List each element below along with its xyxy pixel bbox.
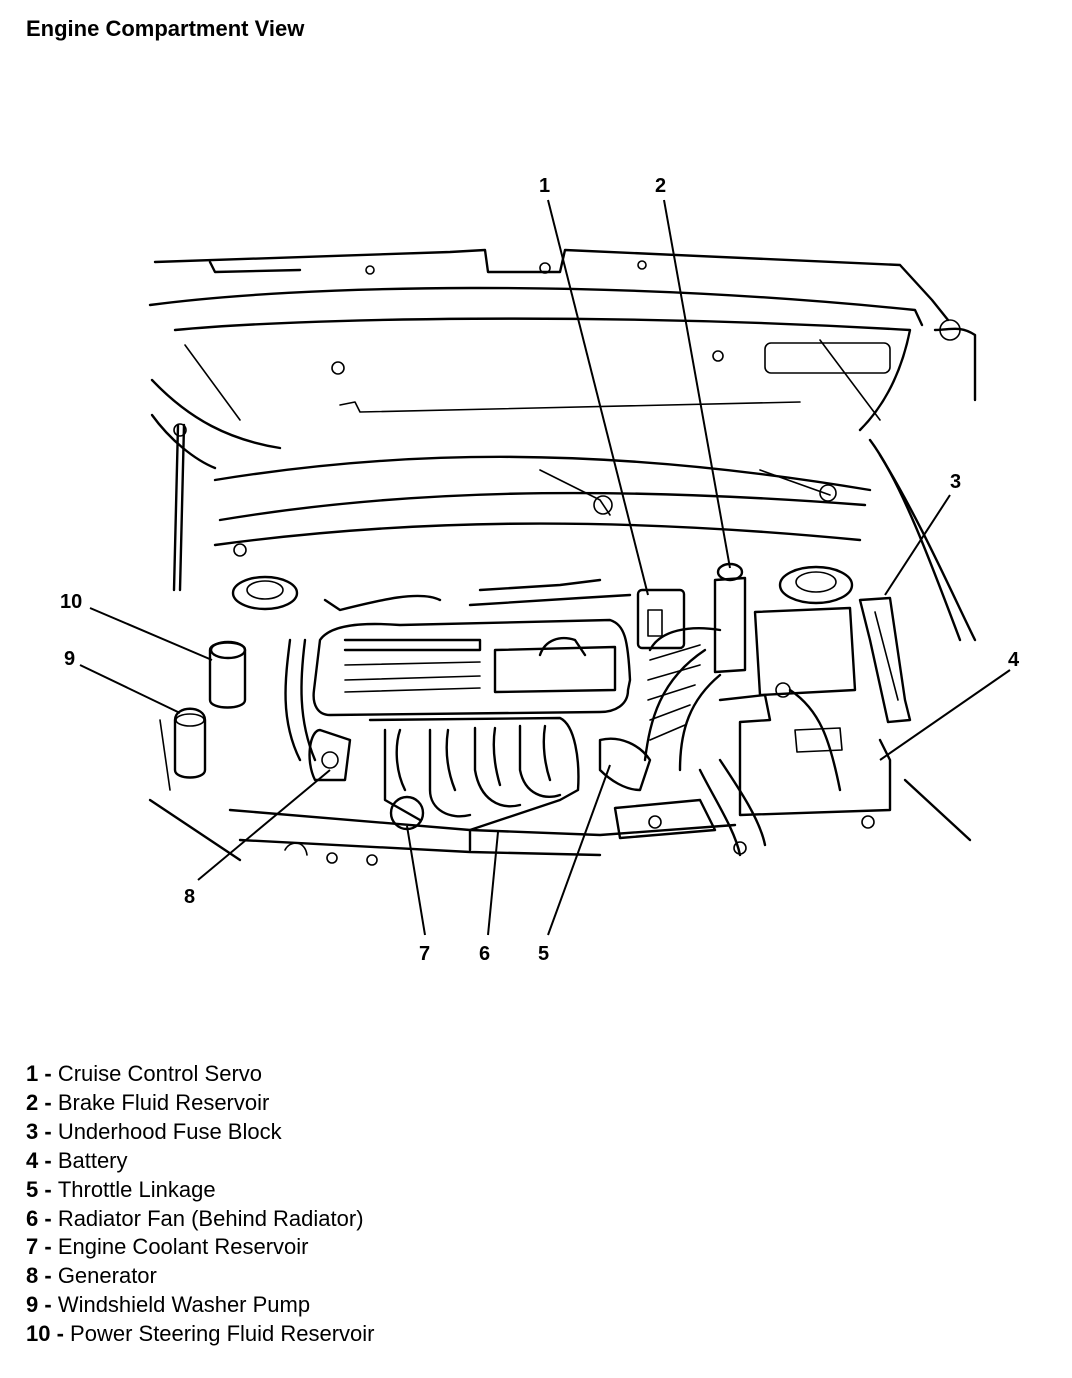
leader-6 — [487, 831, 499, 936]
legend-label: Cruise Control Servo — [57, 1061, 262, 1086]
page-title: Engine Compartment View — [26, 16, 305, 41]
legend-label: Windshield Washer Pump — [57, 1292, 311, 1318]
legend-item: 2 - Brake Fluid Reservoir — [26, 1089, 375, 1118]
legend-separator: - — [38, 1234, 58, 1260]
body-outline — [148, 319, 977, 862]
legend-number: 10 — [26, 1321, 51, 1347]
legend-number: 8 — [26, 1263, 39, 1289]
callout-3: 3 — [950, 471, 961, 493]
legend-item: 10 - Power Steering Fluid Reservoir — [26, 1320, 375, 1349]
power-steering-reservoir — [208, 640, 247, 709]
legend-label: Radiator Fan (Behind Radiator) — [57, 1205, 364, 1231]
battery — [718, 606, 892, 817]
legend-number: 4 — [26, 1147, 39, 1173]
engine-cover — [312, 618, 632, 717]
legend-label: Brake Fluid Reservoir — [57, 1089, 270, 1115]
legend-item: 7 - Engine Coolant Reservoir — [26, 1233, 375, 1262]
leader-1 — [547, 199, 649, 596]
callout-leaders — [79, 199, 1011, 936]
hood — [148, 248, 950, 432]
legend-label: Throttle Linkage — [57, 1176, 216, 1202]
cowl-panel — [213, 455, 872, 557]
callout-numbers: 1 2 3 4 5 6 7 8 9 10 — [60, 175, 1020, 965]
legend-number: 6 — [26, 1205, 39, 1231]
leader-3 — [884, 494, 951, 596]
callout-4: 4 — [1008, 649, 1020, 671]
legend-number: 2 — [26, 1089, 39, 1115]
generator — [308, 728, 352, 782]
leader-2 — [663, 199, 731, 569]
callout-9: 9 — [64, 648, 75, 670]
legend-item: 5 - Throttle Linkage — [26, 1176, 375, 1205]
callout-7: 7 — [419, 943, 430, 965]
legend-label: Battery — [57, 1147, 128, 1173]
legend-separator: - — [38, 1061, 58, 1086]
leader-4 — [879, 669, 1011, 761]
legend-item: 8 - Generator — [26, 1262, 375, 1291]
leader-5 — [547, 764, 611, 936]
legend-separator: - — [38, 1089, 58, 1115]
leader-8 — [197, 769, 331, 881]
legend-label: Underhood Fuse Block — [57, 1118, 282, 1144]
callout-2: 2 — [655, 175, 666, 197]
legend-separator: - — [38, 1118, 58, 1144]
legend-item: 3 - Underhood Fuse Block — [26, 1118, 375, 1147]
callout-6: 6 — [479, 943, 490, 965]
intake-manifold — [368, 716, 580, 852]
strut-towers — [231, 565, 854, 611]
legend-number: 5 — [26, 1176, 39, 1202]
callout-10: 10 — [60, 591, 82, 613]
legend-separator: - — [38, 1176, 58, 1202]
legend-label: Generator — [57, 1263, 157, 1289]
legend-label: Engine Coolant Reservoir — [57, 1234, 309, 1260]
hood-prop-rod — [172, 423, 187, 592]
legend-number: 7 — [26, 1234, 39, 1260]
leader-10 — [89, 607, 213, 661]
washer-pump — [159, 707, 207, 791]
legend: 1 - Cruise Control Servo 2 - Brake Fluid… — [26, 1060, 375, 1349]
legend-number: 3 — [26, 1118, 39, 1144]
underhood-fuse-block — [858, 596, 912, 724]
brake-fluid-reservoir — [713, 562, 747, 674]
leader-9 — [79, 664, 181, 714]
legend-label: Power Steering Fluid Reservoir — [70, 1321, 375, 1347]
legend-number: 1 — [26, 1061, 39, 1086]
callout-5: 5 — [538, 943, 549, 965]
legend-separator: - — [38, 1205, 58, 1231]
callout-8: 8 — [184, 886, 195, 908]
leader-7 — [406, 825, 426, 936]
legend-number: 9 — [26, 1292, 39, 1318]
legend-separator: - — [38, 1147, 58, 1173]
air-intake-duct — [598, 627, 722, 792]
callout-1: 1 — [539, 175, 550, 197]
legend-item: 1 - Cruise Control Servo — [26, 1060, 375, 1089]
legend-item: 9 - Windshield Washer Pump — [26, 1291, 375, 1320]
legend-separator: - — [50, 1321, 71, 1347]
cruise-control-servo — [636, 588, 686, 650]
legend-item: 4 - Battery — [26, 1147, 375, 1176]
legend-separator: - — [38, 1292, 58, 1318]
legend-item: 6 - Radiator Fan (Behind Radiator) — [26, 1205, 375, 1234]
radiator-support — [228, 798, 875, 866]
legend-separator: - — [38, 1263, 58, 1289]
